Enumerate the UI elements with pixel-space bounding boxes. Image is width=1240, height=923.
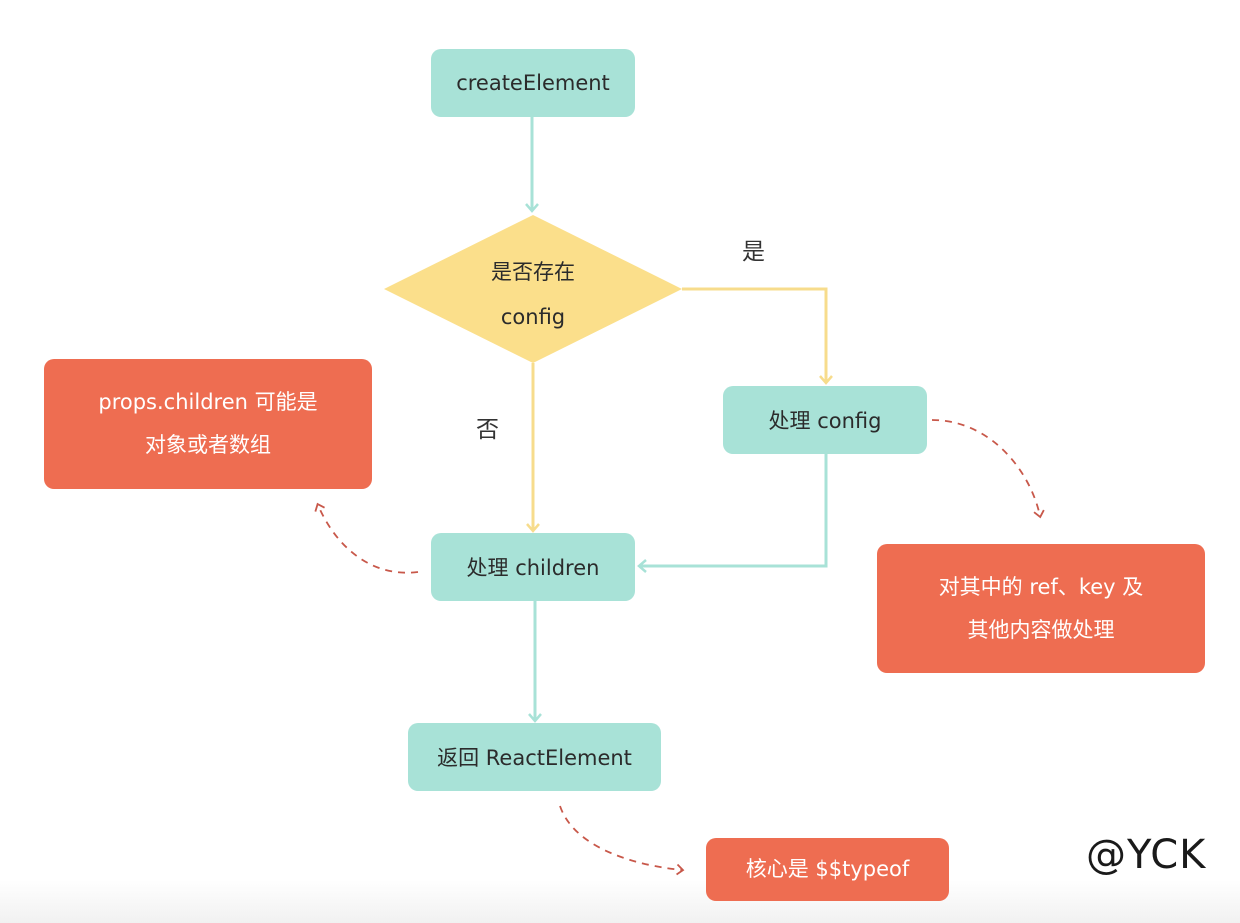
decision-label: 是否存在 config <box>433 250 633 340</box>
note-typeof: 核心是 $$typeof <box>706 838 949 901</box>
arrow-config-to-children <box>637 454 828 573</box>
edge-label-no: 否 <box>476 417 499 443</box>
dashed-arrow-to-typeof-note <box>559 805 685 876</box>
node-process-children: 处理 children <box>431 533 635 601</box>
bottom-shade <box>0 880 1240 923</box>
node-return-element: 返回 ReactElement <box>408 723 661 791</box>
decision-label-line2: config <box>500 305 566 329</box>
node-return-element-label: 返回 ReactElement <box>437 746 632 770</box>
arrow-decision-to-config <box>682 287 833 385</box>
note-children: props.children 可能是 对象或者数组 <box>44 359 372 489</box>
decision-diamond <box>384 215 682 363</box>
node-process-config-label: 处理 config <box>768 409 882 433</box>
node-process-children-label: 处理 children <box>466 556 600 580</box>
node-create-element: createElement <box>431 49 635 117</box>
note-children-line2: 对象或者数组 <box>145 433 271 457</box>
note-config-line2: 其他内容做处理 <box>967 617 1115 642</box>
note-config: 对其中的 ref、key 及 其他内容做处理 <box>877 544 1205 673</box>
node-process-config: 处理 config <box>723 386 927 454</box>
note-typeof-label: 核心是 $$typeof <box>745 857 910 881</box>
note-config-line1: 对其中的 ref、key 及 <box>938 574 1144 599</box>
edge-label-yes: 是 <box>742 239 765 265</box>
node-create-element-label: createElement <box>456 71 610 95</box>
note-children-line1: props.children 可能是 <box>98 390 318 414</box>
decision-label-line1: 是否存在 <box>491 260 575 284</box>
watermark-text: @YCK <box>1086 832 1207 878</box>
dashed-arrow-to-config-note <box>931 419 1045 519</box>
dashed-arrow-to-children-note <box>314 502 419 574</box>
